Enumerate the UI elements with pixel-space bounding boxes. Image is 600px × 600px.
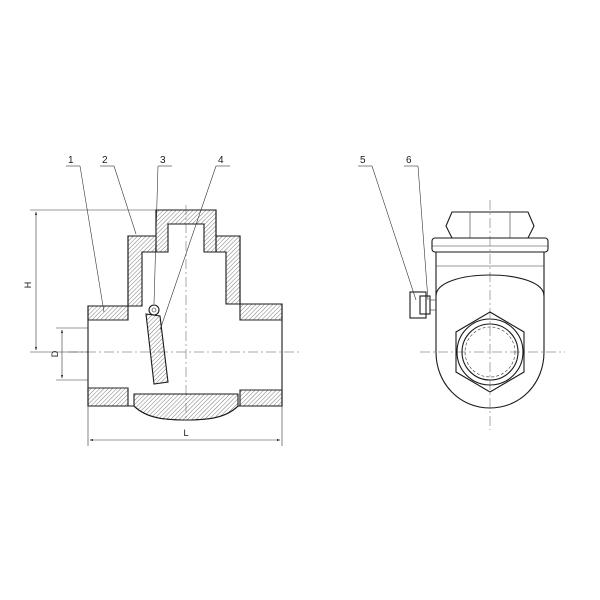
callout-6: 6: [406, 155, 412, 166]
bore-outer: [456, 318, 524, 386]
callout-3-arrow: [153, 165, 159, 305]
left-port-wall-bottom: [87, 387, 129, 407]
cap-wall: [155, 209, 217, 253]
callout-2-arrow: [113, 165, 137, 235]
callout-1-arrow: [79, 165, 105, 313]
hex-port: [455, 311, 525, 393]
right-port-wall-bottom: [239, 389, 283, 407]
left-port-wall-top: [87, 305, 129, 321]
right-port-wall-top: [239, 303, 283, 321]
section-view: H D L 1 2 3 4: [23, 155, 300, 446]
body-neck: [435, 252, 545, 296]
dim-l-label: L: [183, 428, 188, 438]
callout-2: 2: [102, 155, 108, 166]
callout-4: 4: [218, 155, 224, 166]
body-round: [435, 274, 545, 409]
body-bottom-wall: [133, 393, 239, 421]
bonnet-left-wall: [127, 235, 157, 307]
bonnet-right-wall: [215, 235, 241, 305]
callout-6-arrow: [417, 165, 429, 301]
callout-4-arrow: [159, 165, 217, 331]
bore-thread: [464, 326, 516, 378]
bonnet-flange: [431, 237, 549, 253]
swing-disc: [145, 313, 169, 385]
hinge-pin-inner: [151, 307, 157, 313]
callout-5-arrow: [371, 165, 417, 301]
callout-1: 1: [68, 155, 74, 166]
hinge-boss-nut: [419, 295, 431, 315]
hinge-pin: [148, 304, 160, 316]
hinge-boss: [409, 291, 427, 319]
callout-5: 5: [360, 155, 366, 166]
side-view: 5 6: [358, 155, 565, 430]
bore-inner: [461, 323, 519, 381]
callout-3: 3: [160, 155, 166, 166]
dim-d-label: D: [50, 350, 60, 357]
dim-h-label: H: [23, 282, 33, 289]
